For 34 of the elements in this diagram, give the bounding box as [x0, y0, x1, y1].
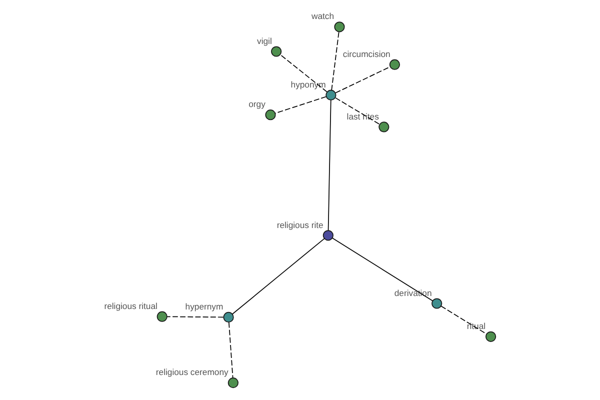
connector: [335, 97, 380, 125]
node-circle: [432, 298, 442, 309]
node-label: vigil: [257, 36, 272, 46]
node-label: last rites: [346, 111, 379, 122]
node-circle: [322, 230, 334, 241]
node-label: religious ceremony: [156, 367, 228, 378]
connector: [274, 96, 327, 114]
connector: [280, 54, 328, 92]
node-circle: [223, 312, 234, 323]
connector: [335, 66, 391, 94]
node-circle: [228, 378, 238, 388]
node-circle: [156, 311, 168, 322]
node-label: religious rite: [276, 220, 324, 230]
node-circle: [378, 122, 390, 132]
connector: [328, 100, 332, 231]
node-label: circumcision: [342, 48, 390, 59]
node-circle: [334, 22, 345, 32]
node-label: hyponym: [290, 79, 326, 90]
node-circle: [271, 46, 282, 57]
node-circle: [326, 90, 336, 100]
node-circle: [389, 59, 400, 70]
connector: [232, 238, 325, 315]
node-label: ritual: [466, 320, 486, 331]
connector: [332, 238, 434, 302]
node-circle: [265, 110, 276, 120]
connector: [440, 306, 487, 334]
connector: [331, 31, 340, 91]
node-label: watch: [311, 11, 334, 22]
node-label: orgy: [248, 99, 266, 110]
node-circle: [486, 331, 496, 342]
node-label: religious ritual: [104, 300, 158, 311]
connector: [228, 322, 234, 378]
node-label: hypernym: [185, 302, 224, 312]
connector: [166, 316, 224, 318]
